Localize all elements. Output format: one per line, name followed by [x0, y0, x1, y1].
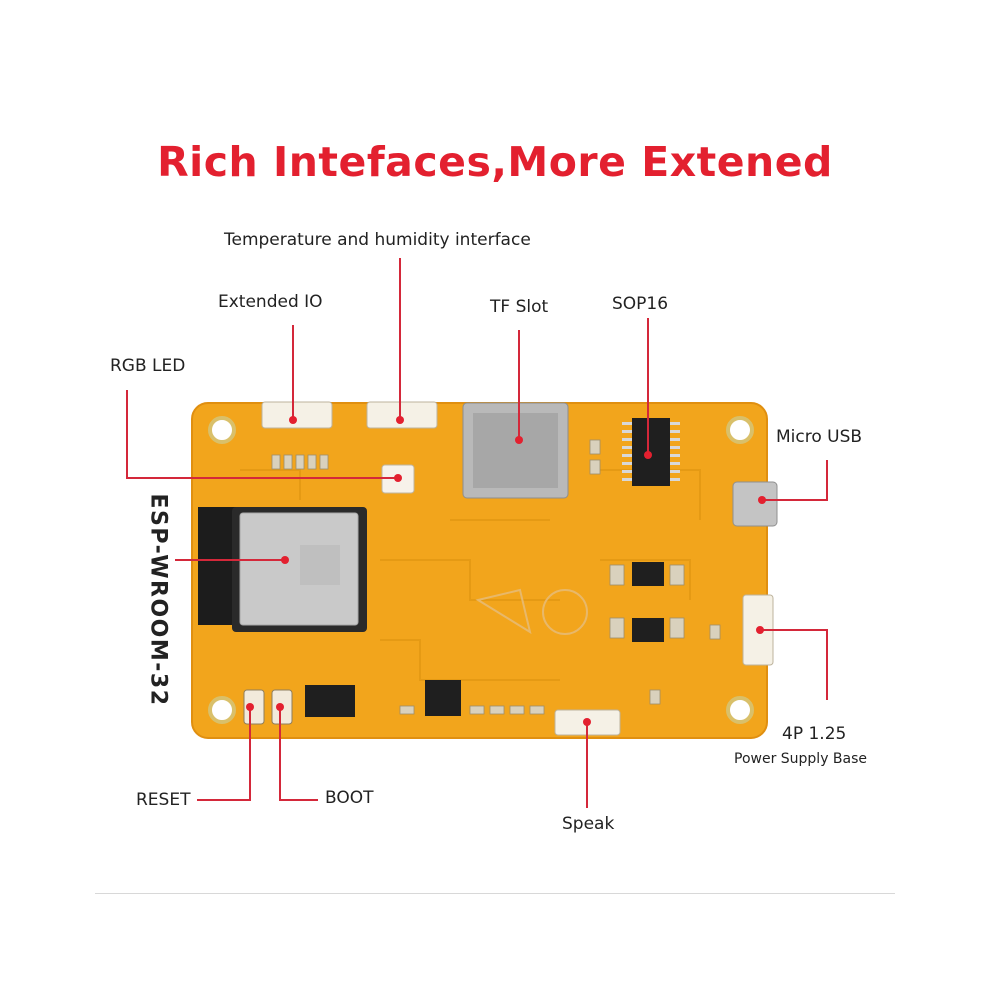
ic-q2: [632, 618, 664, 642]
ic-u5: [425, 680, 461, 716]
label-esp-module: ESP-WROOM-32: [145, 493, 171, 707]
esp-shield: [239, 512, 359, 626]
leader-reset: [197, 707, 251, 801]
label-power-base: Power Supply Base: [734, 751, 868, 767]
label-tf-slot: TF Slot: [490, 297, 549, 317]
label-power-connector: 4P 1.25: [782, 724, 847, 744]
page-title: Rich Intefaces,More Extened: [157, 138, 833, 186]
leader-boot: [279, 707, 318, 801]
temp-humidity-connector: [366, 401, 438, 429]
ic-q1: [632, 562, 664, 586]
mounting-holes: [208, 416, 754, 724]
leader-lines: [126, 258, 828, 808]
label-speak: Speak: [562, 814, 615, 834]
recycle-logo: [475, 588, 588, 635]
leader-4p: [760, 629, 828, 700]
pcb-traces: [240, 469, 701, 681]
divider: [95, 893, 895, 894]
micro-usb-part: [732, 481, 778, 527]
extended-io-connector: [261, 401, 333, 429]
label-reset: RESET: [136, 790, 191, 810]
ic-u3: [305, 685, 355, 717]
leader-rgb-led: [126, 390, 398, 479]
label-temp-humidity: Temperature and humidity interface: [224, 230, 531, 250]
sop16-chip: [632, 418, 670, 486]
passive-components: [271, 439, 721, 715]
label-rgb-led: RGB LED: [110, 356, 186, 376]
label-boot: BOOT: [325, 788, 374, 808]
label-sop16: SOP16: [612, 294, 669, 314]
label-extended-io: Extended IO: [218, 292, 323, 312]
leader-micro-usb: [762, 460, 828, 501]
label-micro-usb: Micro USB: [776, 427, 863, 447]
marker-dots: [246, 416, 766, 726]
